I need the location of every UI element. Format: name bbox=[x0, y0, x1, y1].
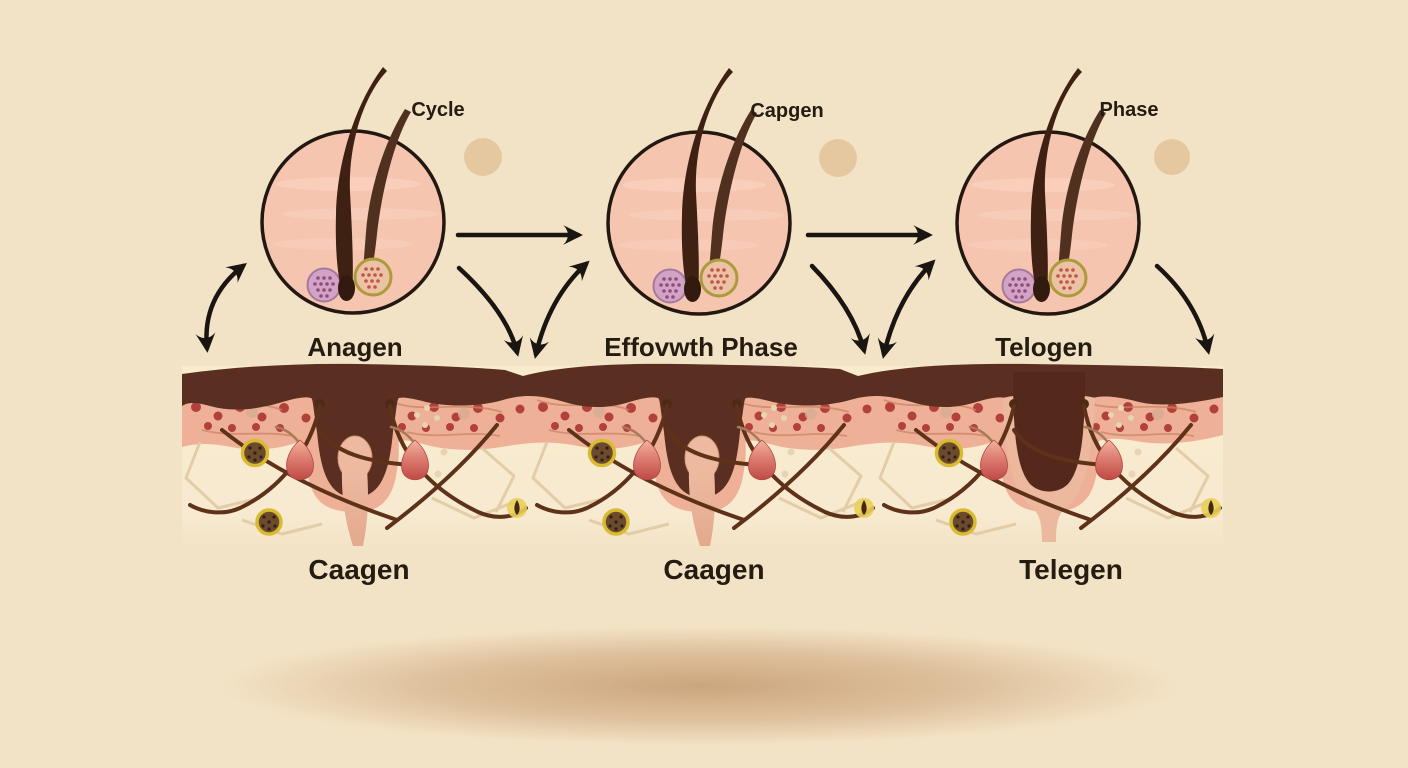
ground-shadow bbox=[220, 626, 1180, 746]
tan-dot-icon bbox=[819, 139, 857, 177]
curved-arrow-down-icon-1 bbox=[456, 265, 523, 357]
skin-cross-section bbox=[182, 363, 1223, 548]
bottom-label-2: Caagen bbox=[663, 554, 764, 585]
phase-label-telogen: Telogen bbox=[995, 332, 1093, 362]
top-label-capgen: Capgen bbox=[750, 100, 823, 122]
curved-double-arrow-up-icon-1 bbox=[529, 260, 590, 359]
tan-dot-icon bbox=[1154, 139, 1190, 175]
top-label-cycle: Cycle bbox=[411, 99, 464, 121]
phase-label-growth: Effovwth Phase bbox=[604, 332, 798, 362]
curved-arrow-down-icon-3 bbox=[1154, 263, 1215, 355]
bottom-label-3: Telegen bbox=[1019, 554, 1123, 585]
curved-double-arrow-left-icon bbox=[195, 262, 247, 353]
curved-arrow-down-icon-2 bbox=[809, 263, 870, 355]
tan-dot-icon bbox=[464, 138, 502, 176]
top-label-phase: Phase bbox=[1100, 99, 1159, 121]
bottom-label-1: Caagen bbox=[308, 554, 409, 585]
curved-double-arrow-up-icon-2 bbox=[877, 259, 936, 359]
phase-label-anagen: Anagen bbox=[307, 332, 402, 362]
epidermis-layer bbox=[182, 363, 1223, 498]
